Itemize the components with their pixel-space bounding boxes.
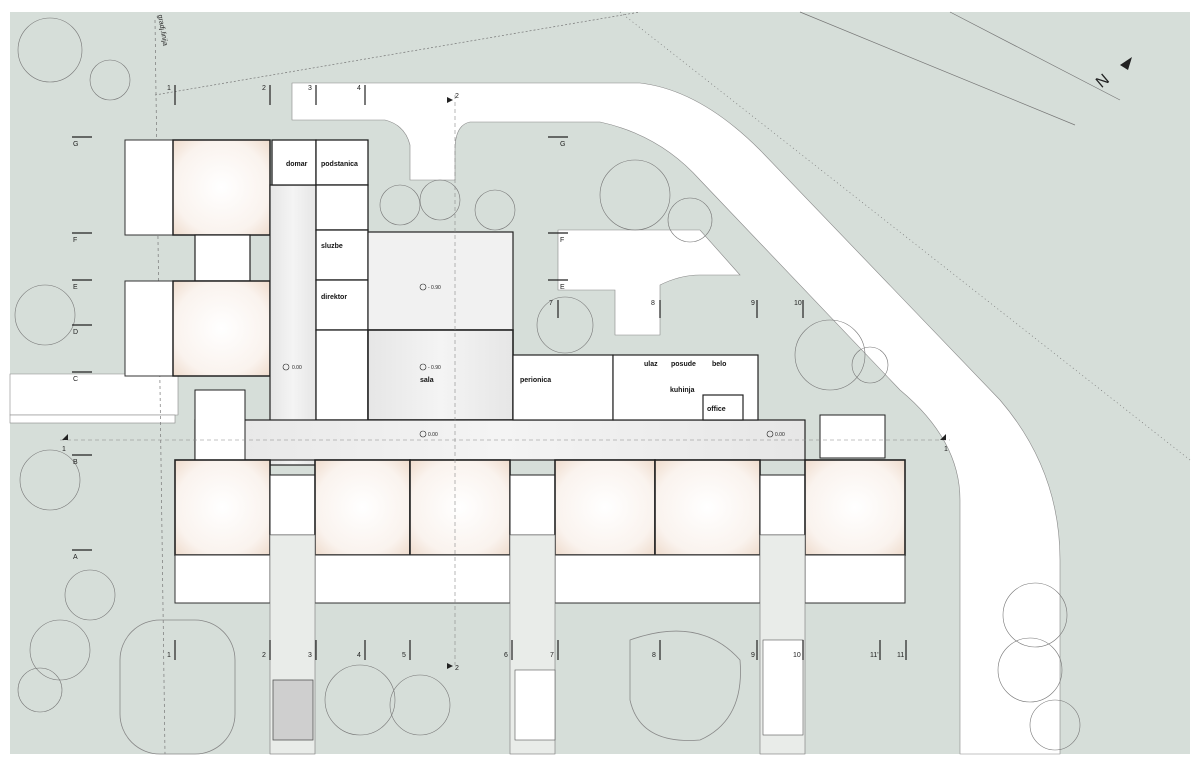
upper-hall [367,231,514,331]
south-terraces [174,554,906,604]
room-podstanica: podstanica [321,161,358,168]
service-block [512,354,759,421]
room-perionica: perionica [520,377,551,384]
north-west-wing [124,139,271,377]
grid-row-d: D [73,329,78,336]
room-kuhinja: kuhinja [670,387,695,394]
west-entrance [194,389,246,461]
grid-bottom-6: 6 [504,652,508,659]
grid-row-b: B [73,459,78,466]
room-sala: sala [420,377,434,384]
grid-row-a: A [73,554,78,561]
grid-top-10: 10 [794,300,802,307]
level-corridor-east: 0.00 [775,432,785,438]
level-upper-hall: - 0.90 [428,285,441,291]
grid-rows-left [72,136,92,551]
grid-bottom-2: 2 [262,652,266,659]
grid-row-mid-f: F [560,237,564,244]
grid-top-7: 7 [549,300,553,307]
section-mark-left: 1 [62,446,66,453]
grid-row-f: F [73,237,77,244]
room-belo: belo [712,361,726,368]
level-marker-icon [282,283,774,438]
grid-row-mid-g: G [560,141,565,148]
room-domar: domar [286,161,308,168]
admin-block [271,139,369,421]
section-mark-right: 1 [944,446,948,453]
level-corridor-mid: 0.00 [428,432,438,438]
grid-top-2: 2 [262,85,266,92]
east-stair [819,414,886,459]
room-ulaz: ulaz [644,361,658,368]
grid-bottom-8: 8 [652,652,656,659]
room-posude: posude [671,361,696,368]
grid-bottom-4: 4 [357,652,361,659]
room-office: office [707,406,726,413]
room-sluzbe: sluzbe [321,243,343,250]
south-stairs [514,639,804,741]
grid-row-e: E [73,284,78,291]
roads [9,82,1061,755]
classroom-row [174,459,906,556]
trees [14,17,1081,751]
grid-bottom-5: 5 [402,652,406,659]
section-marker-icon [62,97,946,669]
grid-rows-mid [548,136,568,281]
playground-pad [272,679,314,741]
play-fields [119,619,741,755]
sala-room [367,329,514,421]
grid-axes-bottom [174,640,907,660]
grid-row-mid-e: E [560,284,565,291]
grid-bottom-11-prime: 11' [870,652,879,659]
grid-bottom-7: 7 [550,652,554,659]
grid-top-9: 9 [751,300,755,307]
grid-top-4: 4 [357,85,361,92]
grid-top-8: 8 [651,300,655,307]
grid-bottom-3: 3 [308,652,312,659]
grid-bottom-9: 9 [751,652,755,659]
section-mark-bottom: 2 [455,665,459,672]
grid-row-g: G [73,141,78,148]
grid-bottom-1: 1 [167,652,171,659]
section-mark-top: 2 [455,93,459,100]
room-direktor: direktor [321,294,347,301]
grid-top-3: 3 [308,85,312,92]
level-corridor-west: 0.00 [292,365,302,371]
grid-row-c: C [73,376,78,383]
grid-axes-top [174,85,804,318]
grid-bottom-10: 10 [793,652,801,659]
vertical-corridor [269,184,317,466]
level-sala: - 0.90 [428,365,441,371]
grid-top-1: 1 [167,85,171,92]
grid-bottom-11: 11 [897,652,904,659]
